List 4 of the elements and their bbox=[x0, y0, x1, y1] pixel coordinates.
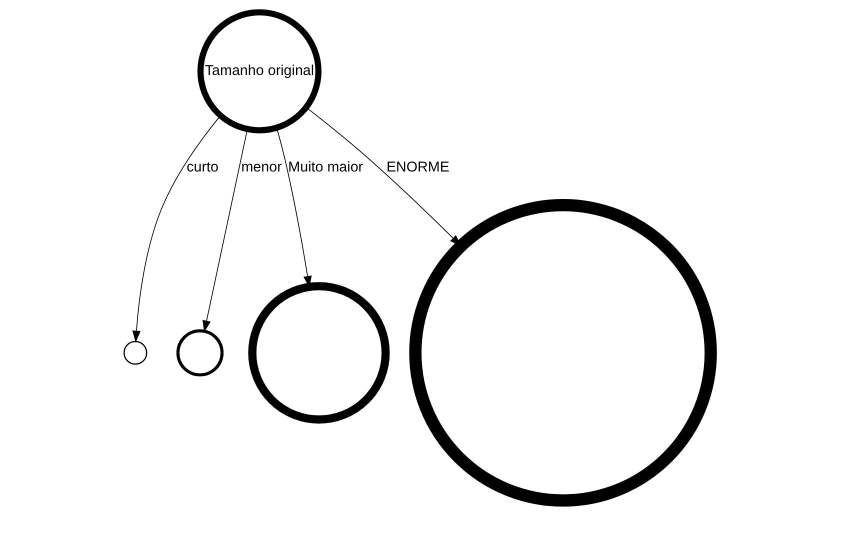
edge-label: Muito maior bbox=[288, 160, 363, 176]
edge-label: ENORME bbox=[386, 160, 449, 176]
edge-label: menor bbox=[240, 160, 282, 176]
edge-label: curto bbox=[186, 160, 218, 176]
